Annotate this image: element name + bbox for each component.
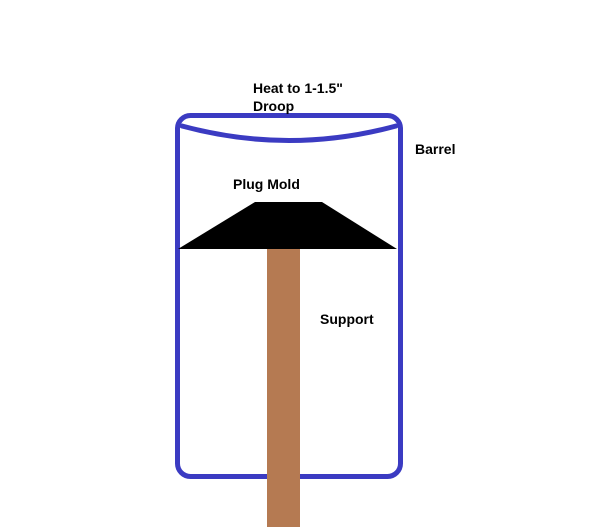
plug-mold-shape <box>178 202 397 249</box>
plug-mold-label: Plug Mold <box>233 176 300 192</box>
heat-droop-label-line1: Heat to 1-1.5" <box>253 80 343 96</box>
support-post <box>267 245 300 527</box>
barrel-label: Barrel <box>415 141 456 157</box>
support-label: Support <box>320 311 374 327</box>
droop-curve <box>179 123 399 143</box>
heat-droop-label: Heat to 1-1.5" Droop <box>253 79 343 115</box>
heat-droop-label-line2: Droop <box>253 98 295 114</box>
